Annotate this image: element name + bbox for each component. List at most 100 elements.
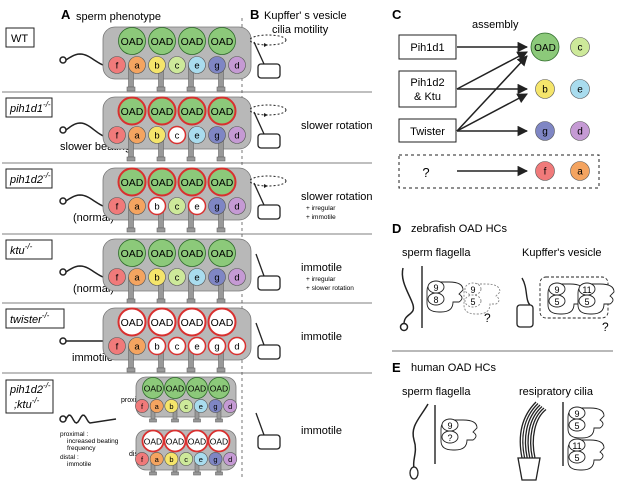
radial-spoke-head bbox=[193, 471, 201, 476]
panel-d: D zebrafish OAD HCs sperm flagella Kupff… bbox=[392, 221, 615, 334]
ida-circle bbox=[193, 452, 208, 466]
oad-label: OAD bbox=[181, 317, 204, 329]
ida-circle bbox=[168, 197, 186, 215]
target-d bbox=[570, 121, 590, 141]
ida-label: e bbox=[199, 402, 203, 411]
ida-circle bbox=[128, 197, 146, 215]
oad-circle bbox=[208, 27, 236, 55]
target-b bbox=[535, 79, 555, 99]
kv-cilium bbox=[255, 412, 265, 436]
panel-e-sub-right: resipratory cilia bbox=[519, 386, 594, 398]
oad-label: OAD bbox=[166, 437, 184, 447]
target-c bbox=[570, 37, 590, 57]
hc-num-bottom: 5 bbox=[470, 297, 475, 307]
panel-d-letter: D bbox=[392, 221, 401, 236]
radial-spoke-head bbox=[156, 298, 166, 304]
ida-label: a bbox=[155, 402, 160, 411]
ida-circle bbox=[208, 452, 223, 466]
ida-circle bbox=[208, 56, 226, 74]
oad-circle bbox=[117, 167, 147, 197]
radial-spoke-head bbox=[126, 227, 136, 233]
panel-d-sub-left: sperm flagella bbox=[402, 247, 471, 259]
oad-label: OAD bbox=[121, 317, 144, 329]
oad-circle bbox=[177, 307, 207, 337]
hc-num-top: 9 bbox=[574, 409, 579, 419]
radial-spoke-head bbox=[156, 227, 166, 233]
oad-label: OAD bbox=[211, 36, 234, 48]
hc-zf-sperm-1: 98 bbox=[426, 280, 464, 313]
target-oad bbox=[530, 32, 560, 62]
ida-label: c bbox=[175, 131, 180, 142]
ida-label: c bbox=[175, 61, 180, 72]
panel-d-title: zebrafish OAD HCs bbox=[411, 223, 507, 235]
oad-circle bbox=[141, 429, 165, 453]
sperm-note: proximal : bbox=[60, 431, 88, 438]
ida-circle bbox=[148, 56, 166, 74]
ida-circle bbox=[208, 197, 226, 215]
ida-circle bbox=[207, 336, 227, 356]
hc-num-bottom: 5 bbox=[574, 421, 579, 431]
target-oad-label: OAD bbox=[534, 43, 556, 54]
ida-circle bbox=[135, 452, 149, 466]
kv-cilium bbox=[253, 111, 265, 135]
radial-spoke-head bbox=[216, 298, 226, 304]
kv-note: + irregular bbox=[306, 205, 336, 212]
kv-cell bbox=[257, 63, 281, 79]
ida-label: b bbox=[169, 402, 173, 411]
genotype-label-line1: pih1d2-/- bbox=[9, 381, 51, 396]
ida-circle bbox=[208, 126, 226, 144]
ida-label: f bbox=[116, 273, 119, 284]
target-e-label: e bbox=[577, 85, 583, 96]
arrow-twister-oad bbox=[456, 55, 528, 132]
sperm-note: frequency bbox=[67, 445, 96, 452]
genotype-box bbox=[5, 239, 53, 260]
ida-label: d bbox=[234, 202, 239, 213]
oad-circle bbox=[177, 96, 207, 126]
target-f bbox=[535, 161, 555, 181]
oad-circle bbox=[178, 27, 206, 55]
ida-label: b bbox=[154, 202, 159, 213]
factor-box-pih1d1 bbox=[398, 34, 457, 60]
target-d-label: d bbox=[577, 127, 583, 138]
oad-label: OAD bbox=[181, 36, 204, 48]
ida-label: b bbox=[154, 273, 159, 284]
ida-circle bbox=[228, 268, 246, 286]
kv-label: slower rotation bbox=[301, 120, 373, 132]
ida-circle bbox=[188, 126, 206, 144]
oad-circle bbox=[178, 239, 206, 267]
target-f-label: f bbox=[544, 167, 547, 178]
hc-num-top: 9 bbox=[433, 283, 438, 293]
oad-label: OAD bbox=[181, 106, 204, 118]
radial-spoke-head bbox=[216, 367, 226, 373]
row-double: pih1d2-/-;ktu-/-proximal :increased beat… bbox=[5, 376, 342, 476]
oad-label: OAD bbox=[210, 384, 228, 394]
ida-label: b bbox=[169, 455, 173, 464]
oad-circle bbox=[177, 167, 207, 197]
ida-label: d bbox=[234, 131, 239, 142]
ida-label: d bbox=[234, 273, 239, 284]
ida-label: d bbox=[228, 402, 232, 411]
kv-note: + irregular bbox=[306, 276, 336, 283]
panel-e-letter: E bbox=[392, 360, 401, 375]
ida-circle bbox=[147, 196, 167, 216]
resp-cilium bbox=[519, 401, 537, 459]
kv-cilium-diagram bbox=[249, 104, 287, 149]
ida-label: d bbox=[228, 455, 232, 464]
ida-label: b bbox=[154, 131, 159, 142]
ida-circle bbox=[179, 399, 193, 413]
sperm-head bbox=[59, 126, 67, 134]
ida-label: g bbox=[213, 455, 217, 464]
oad-label: OAD bbox=[211, 248, 234, 260]
panel-e: E human OAD HCs sperm flagella resiprato… bbox=[392, 360, 605, 481]
oad-circle bbox=[147, 167, 177, 197]
ida-circle bbox=[167, 125, 187, 145]
ida-label: e bbox=[194, 342, 199, 353]
ida-label: c bbox=[184, 455, 188, 464]
kv-cell bbox=[257, 275, 281, 291]
sperm-head bbox=[409, 466, 419, 480]
